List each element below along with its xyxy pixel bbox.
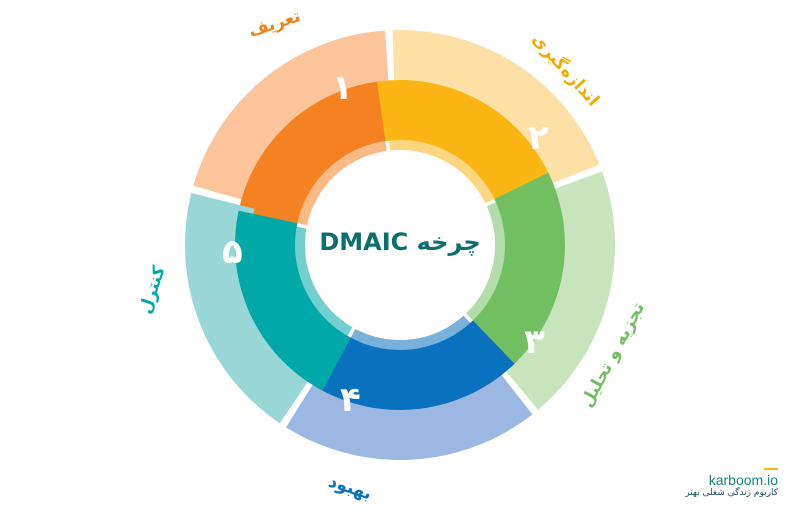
number-2: ۲ (528, 118, 549, 158)
segment-shadow-control (288, 225, 353, 342)
karboom-logo: karboom.io کاربوم زندگی شغلی بهتر (668, 468, 778, 498)
inner-segment-analyze (470, 172, 565, 368)
inner-segment-control (235, 210, 351, 391)
inner-segment-define (237, 80, 390, 227)
number-1: ۱ (332, 68, 353, 108)
number-4: ۴ (340, 380, 361, 420)
logo-name: karboom.io (708, 472, 778, 488)
segment-shadow-define (290, 134, 387, 226)
logo-tagline: کاربوم زندگی شغلی بهتر (685, 488, 778, 498)
outer-segment-define (193, 30, 390, 204)
segment-shadow-measure (388, 133, 501, 204)
inner-segment-measure (377, 80, 551, 203)
center-circle (305, 150, 495, 340)
outer-segment-measure (392, 30, 600, 189)
logo-accent-bar (764, 468, 778, 470)
number-3: ۳ (524, 322, 545, 362)
number-5: ۵ (222, 232, 243, 272)
inner-segment-improve (317, 320, 515, 411)
diagram-title: چرخه DMAIC (319, 228, 481, 256)
